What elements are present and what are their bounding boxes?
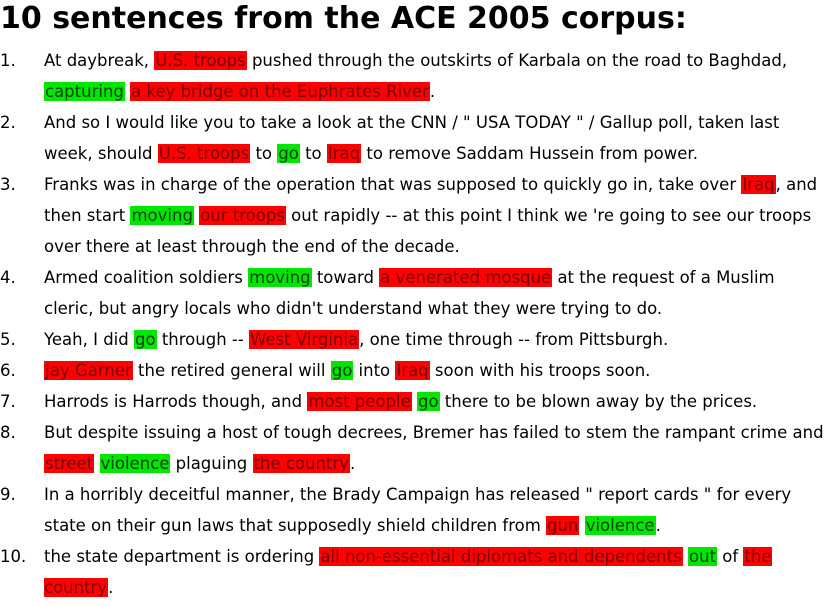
plain-text: Harrods is Harrods though, and	[44, 392, 308, 411]
plain-text: plaguing	[170, 454, 253, 473]
plain-text	[94, 454, 99, 473]
plain-text: of	[717, 547, 744, 566]
sentence-item: 6. Jay Garner the retired general will go…	[0, 355, 830, 386]
plain-text: the state department is ordering	[44, 547, 320, 566]
sentence-item: 2. And so I would like you to take a look…	[0, 107, 830, 169]
trigger-highlight: moving	[130, 206, 194, 225]
plain-text: toward	[311, 268, 380, 287]
sentence-item: 1. At daybreak, U.S. troops pushed throug…	[0, 45, 830, 107]
trigger-highlight: out	[687, 547, 717, 566]
sentence-item: 5. Yeah, I did go through -- West Virgini…	[0, 324, 830, 355]
sentence-text: Yeah, I did go through -- West Virginia,…	[44, 324, 830, 355]
plain-text: through --	[156, 330, 250, 349]
sentence-number: 9.	[0, 485, 16, 504]
plain-text: soon with his troops soon.	[429, 361, 651, 380]
sentence-item: 9. In a horribly deceitful manner, the Br…	[0, 479, 830, 541]
plain-text: Franks was in charge of the operation th…	[44, 175, 742, 194]
plain-text: .	[655, 516, 661, 535]
entity-highlight: Iraq	[741, 175, 776, 194]
sentence-number: 7.	[0, 392, 16, 411]
plain-text	[579, 516, 584, 535]
sentence-number: 6.	[0, 361, 16, 380]
entity-highlight: a key bridge on the Euphrates River	[130, 82, 430, 101]
entity-highlight: U.S. troops	[154, 51, 247, 70]
plain-text: At daybreak,	[44, 51, 155, 70]
plain-text: Armed coalition soldiers	[44, 268, 249, 287]
sentence-text: the state department is ordering all non…	[44, 541, 830, 603]
entity-highlight: Jay Garner	[44, 361, 133, 380]
sentence-text: Franks was in charge of the operation th…	[44, 169, 830, 262]
plain-text: But despite issuing a host of tough decr…	[44, 423, 824, 442]
trigger-highlight: violence	[99, 454, 171, 473]
entity-highlight: a venerated mosque	[379, 268, 553, 287]
sentence-text: And so I would like you to take a look a…	[44, 107, 830, 169]
sentence-number: 2.	[0, 113, 16, 132]
plain-text: out rapidly -- at this point I think we …	[44, 206, 812, 256]
plain-text: And so I would like you to take a look a…	[44, 113, 780, 163]
trigger-highlight: capturing	[44, 82, 125, 101]
sentence-text: But despite issuing a host of tough decr…	[44, 417, 830, 479]
entity-highlight: the country	[252, 454, 350, 473]
trigger-highlight: violence	[584, 516, 656, 535]
sentence-text: Harrods is Harrods though, and most peop…	[44, 386, 830, 417]
plain-text: Yeah, I did	[44, 330, 134, 349]
plain-text: to	[299, 144, 327, 163]
plain-text: , and then start	[44, 175, 818, 225]
plain-text: to	[250, 144, 278, 163]
trigger-highlight: moving	[248, 268, 312, 287]
entity-highlight: Iraq	[395, 361, 430, 380]
sentence-text: Jay Garner the retired general will go i…	[44, 355, 830, 386]
sentence-text: At daybreak, U.S. troops pushed through …	[44, 45, 830, 107]
entity-highlight: our troops	[199, 206, 286, 225]
sentence-number: 4.	[0, 268, 16, 287]
entity-highlight: West Virginia	[249, 330, 360, 349]
page-title: 10 sentences from the ACE 2005 corpus:	[0, 1, 687, 36]
plain-text: .	[349, 454, 356, 473]
entity-highlight: most people	[307, 392, 412, 411]
plain-text: .	[429, 82, 436, 101]
entity-highlight: Iraq	[326, 144, 362, 163]
entity-highlight: U.S. troops	[157, 144, 251, 163]
plain-text: into	[353, 361, 396, 380]
sentence-number: 5.	[0, 330, 16, 349]
sentence-item: 8. But despite issuing a host of tough de…	[0, 417, 830, 479]
trigger-highlight: go	[416, 392, 440, 411]
plain-text: at the request of a Muslim cleric, but a…	[44, 268, 775, 318]
sentence-item: 10. the state department is ordering all …	[0, 541, 830, 603]
plain-text: to remove Saddam Hussein from power.	[361, 144, 698, 163]
entity-highlight: all non-essential diplomats and dependen…	[319, 547, 683, 566]
plain-text: .	[108, 578, 114, 597]
entity-highlight: street	[44, 454, 95, 473]
entity-highlight: gun	[546, 516, 580, 535]
plain-text: there to be blown away by the prices.	[439, 392, 758, 411]
sentence-number: 3.	[0, 175, 16, 194]
plain-text: In a horribly deceitful manner, the Brad…	[44, 485, 792, 535]
sentence-text: Armed coalition soldiers moving toward a…	[44, 262, 830, 324]
plain-text: , one time through -- from Pittsburgh.	[359, 330, 669, 349]
sentence-number: 10.	[0, 547, 27, 566]
plain-text: pushed through the outskirts of Karbala …	[246, 51, 788, 70]
sentence-number: 1.	[0, 51, 16, 70]
plain-text: the retired general will	[132, 361, 331, 380]
sentence-text: In a horribly deceitful manner, the Brad…	[44, 479, 830, 541]
sentence-number: 8.	[0, 423, 16, 442]
sentence-item: 7. Harrods is Harrods though, and most pe…	[0, 386, 830, 417]
trigger-highlight: go	[330, 361, 354, 380]
sentence-item: 4. Armed coalition soldiers moving toward…	[0, 262, 830, 324]
sentence-list: 1. At daybreak, U.S. troops pushed throug…	[0, 45, 830, 603]
sentence-item: 3. Franks was in charge of the operation …	[0, 169, 830, 262]
trigger-highlight: go	[277, 144, 300, 163]
trigger-highlight: go	[134, 330, 157, 349]
